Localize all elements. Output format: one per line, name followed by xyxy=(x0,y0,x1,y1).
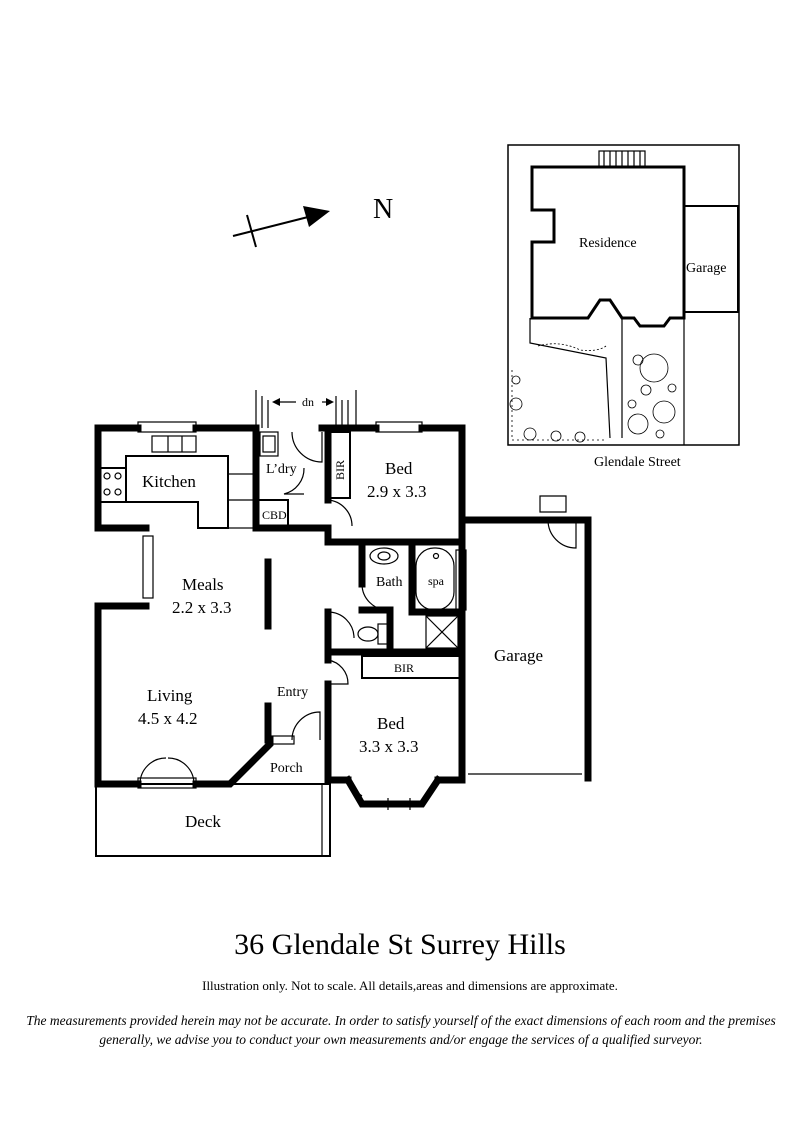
site-boundary xyxy=(507,144,740,446)
room-meals-name: Meals xyxy=(182,575,224,594)
room-entry-label: Entry xyxy=(277,685,308,700)
room-bir-bottom-label: BIR xyxy=(394,661,414,675)
site-garden xyxy=(509,343,677,443)
kitchen-bench xyxy=(125,455,229,529)
site-steps xyxy=(598,150,646,168)
wall-bed-top-south xyxy=(324,524,466,546)
room-laundry-label: L’dry xyxy=(266,462,297,477)
site-residence-label: Residence xyxy=(579,236,637,251)
room-spa-label: spa xyxy=(428,574,445,588)
compass: N xyxy=(232,194,393,248)
room-bed-top-size: 2.9 x 3.3 xyxy=(367,482,427,501)
wall-west-lower xyxy=(94,602,142,788)
doors xyxy=(139,431,577,785)
pantry xyxy=(227,473,257,529)
bir-bottom-box xyxy=(361,655,461,679)
bath-basin xyxy=(369,547,399,565)
north-arrow-crossbar xyxy=(246,214,257,248)
window-kitchen xyxy=(137,421,197,433)
room-garage-label: Garage xyxy=(494,646,543,665)
site-garage-outline xyxy=(683,205,739,313)
wall-living-bay xyxy=(192,736,274,788)
wall-wc xyxy=(358,606,394,656)
site-plan: Residence Garage Glendale Street xyxy=(507,144,740,470)
window-bed-top xyxy=(375,421,423,433)
wall-meals-window xyxy=(94,524,150,610)
room-bed-bottom-size: 3.3 x 3.3 xyxy=(359,737,419,756)
rear-stairs: dn xyxy=(255,390,357,428)
room-living-name: Living xyxy=(147,686,193,705)
compass-north-label: N xyxy=(373,194,393,225)
bir-top-box xyxy=(329,431,351,499)
cbd-box xyxy=(257,499,289,527)
room-living-size: 4.5 x 4.2 xyxy=(138,709,198,728)
window-meals xyxy=(142,535,154,599)
room-cbd-label: CBD xyxy=(262,508,287,522)
laundry-tub xyxy=(259,431,279,457)
window-living-doors xyxy=(137,777,197,789)
disclaimer-long: The measurements provided herein may not… xyxy=(26,1013,776,1047)
room-bir-top-label: BIR xyxy=(333,460,347,480)
wall-north-d xyxy=(418,424,466,524)
room-deck-label: Deck xyxy=(185,812,221,831)
north-arrow-shaft xyxy=(232,215,313,237)
room-bed-top-name: Bed xyxy=(385,459,413,478)
room-bath-label: Bath xyxy=(376,575,402,590)
spa-bath xyxy=(415,547,455,611)
room-meals-size: 2.2 x 3.3 xyxy=(172,598,232,617)
toilet xyxy=(357,626,379,642)
room-bed-bottom-name: Bed xyxy=(377,714,405,733)
site-garage-label: Garage xyxy=(686,261,726,276)
kitchen-sink xyxy=(151,435,197,453)
property-title: 36 Glendale St Surrey Hills xyxy=(234,928,566,961)
site-residence-outline xyxy=(530,165,686,328)
cooktop xyxy=(99,467,127,503)
wall-bed-bottom-west xyxy=(324,680,352,784)
site-street-label: Glendale Street xyxy=(594,455,681,470)
window-spa xyxy=(455,549,467,611)
room-kitchen-label: Kitchen xyxy=(142,472,196,491)
disclaimer-short: Illustration only. Not to scale. All det… xyxy=(202,978,618,993)
stairs-label: dn xyxy=(302,395,314,409)
bay-window-bed xyxy=(343,775,443,808)
north-arrow-head xyxy=(303,206,330,227)
shower xyxy=(425,615,459,649)
wall-spa xyxy=(408,538,466,616)
main-floor-plan: dn xyxy=(94,390,592,857)
room-porch-label: Porch xyxy=(270,761,303,776)
site-path xyxy=(529,318,611,439)
